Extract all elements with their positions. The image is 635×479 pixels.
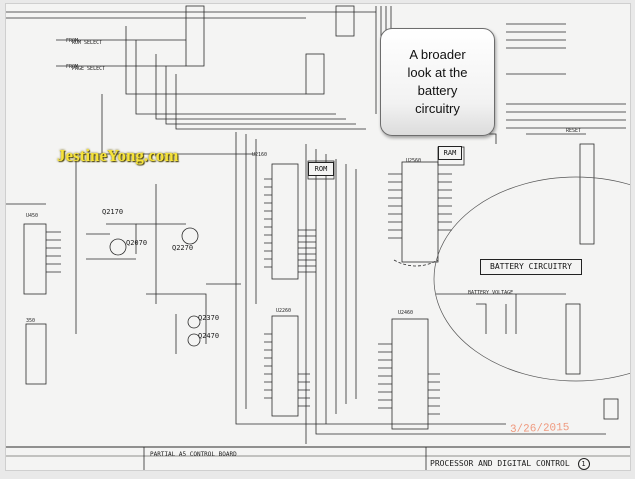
svg-text:U2560: U2560: [406, 158, 421, 164]
transistor-q2070-label: Q2070: [126, 239, 148, 247]
svg-text:350: 350: [26, 318, 35, 324]
title-block-text: PROCESSOR AND DIGITAL CONTROL: [430, 459, 570, 468]
transistor-q2470-label: Q2470: [198, 332, 220, 340]
date-stamp: 3/26/2015: [509, 421, 570, 437]
callout-box: A broader look at the battery circuitry: [380, 28, 495, 136]
svg-text:FROM: FROM: [66, 64, 78, 70]
transistor-q2170-label: Q2170: [102, 208, 124, 216]
battery-circuitry-label: BATTERY CIRCUITRY: [480, 259, 582, 275]
svg-text:U2460: U2460: [398, 310, 413, 316]
svg-text:U2160: U2160: [252, 152, 267, 158]
partial-board-label: PARTIAL A5 CONTROL BOARD: [150, 451, 237, 458]
ram-label: RAM: [438, 146, 462, 160]
svg-text:BATTERY VOLTAGE: BATTERY VOLTAGE: [468, 290, 513, 296]
transistor-q2370-label: Q2370: [198, 314, 220, 322]
watermark-text: JestineYong.com: [57, 146, 179, 165]
rom-label: ROM: [308, 162, 334, 176]
svg-text:RESET: RESET: [566, 128, 581, 134]
svg-text:U2260: U2260: [276, 308, 291, 314]
title-block: PROCESSOR AND DIGITAL CONTROL 1: [430, 458, 590, 470]
rom-select-signal: ROM SELECT: [72, 40, 103, 46]
sheet-number: 1: [577, 458, 590, 470]
svg-text:U450: U450: [26, 213, 38, 219]
page-select-signal: PAGE SELECT: [72, 66, 106, 72]
transistor-q2270-label: Q2270: [172, 244, 194, 252]
schematic-drawing: FROM FROM U2160 U2560 U2260 U2460 U450 35…: [6, 5, 630, 470]
svg-text:FROM: FROM: [66, 38, 78, 44]
schematic-sheet: FROM FROM U2160 U2560 U2260 U2460 U450 35…: [6, 4, 630, 470]
